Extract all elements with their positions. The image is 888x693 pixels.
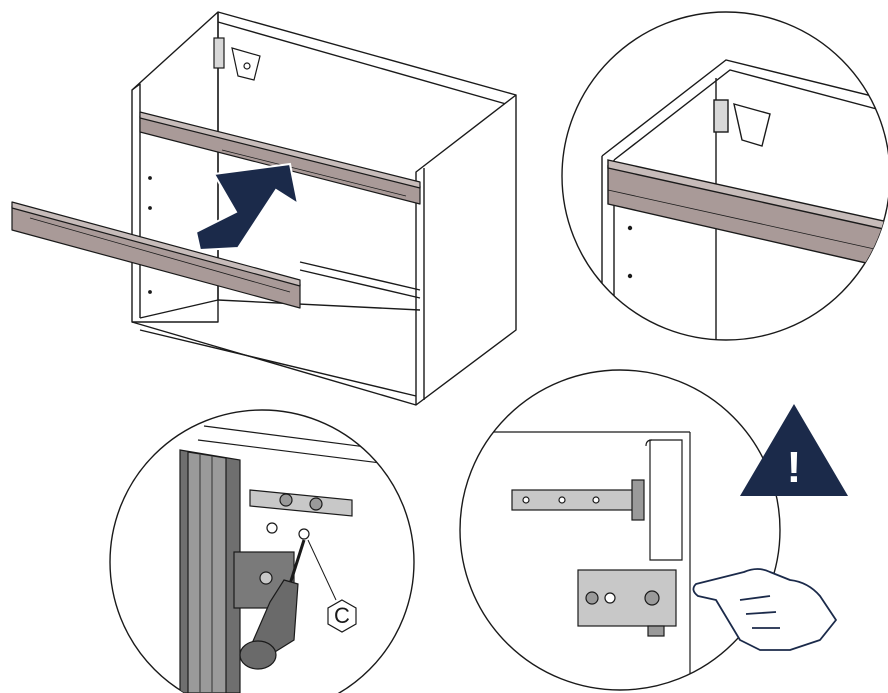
cabinet xyxy=(131,11,517,406)
warning-icon: ! xyxy=(740,404,848,496)
hand-pointer-icon xyxy=(692,568,837,651)
detail-bottom-right xyxy=(459,369,781,691)
part-label-c: C xyxy=(307,539,357,633)
hinge-bracket-top xyxy=(213,37,261,81)
installed-rail xyxy=(139,111,421,205)
svg-text:C: C xyxy=(334,603,350,628)
svg-text:!: ! xyxy=(787,443,802,492)
loose-rail xyxy=(11,201,301,309)
arrow-icon xyxy=(194,162,300,252)
screwdriver-icon xyxy=(239,539,306,670)
detail-top-right xyxy=(561,11,888,341)
